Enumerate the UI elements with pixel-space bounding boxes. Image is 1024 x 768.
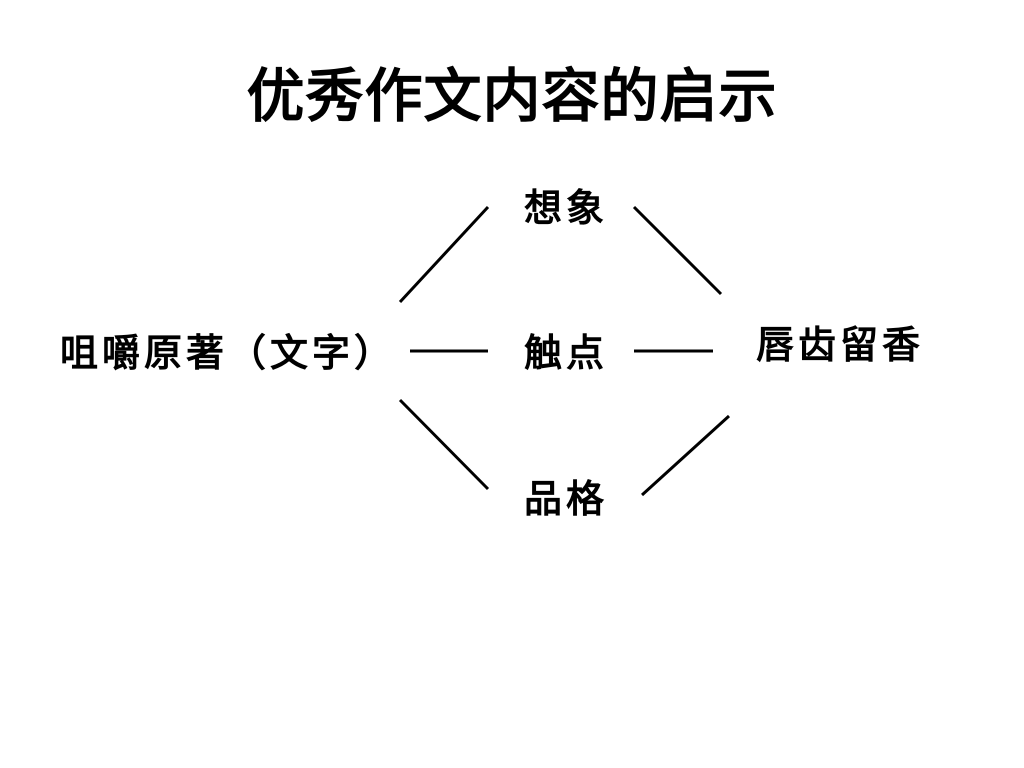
node-imagination: 想象: [524, 185, 609, 230]
node-chew-original-text: 咀嚼原著（文字）: [60, 330, 397, 375]
node-character: 品格: [524, 476, 609, 521]
slide-title: 优秀作文内容的启示: [246, 62, 778, 130]
connector-bottom-to-right: [640, 414, 731, 497]
node-touchpoint: 触点: [524, 330, 609, 375]
connector-left-to-bottom: [398, 398, 490, 491]
connector-top-to-right: [632, 205, 723, 296]
connector-left-to-top: [398, 205, 490, 304]
node-lingering-taste: 唇齿留香: [756, 322, 925, 367]
